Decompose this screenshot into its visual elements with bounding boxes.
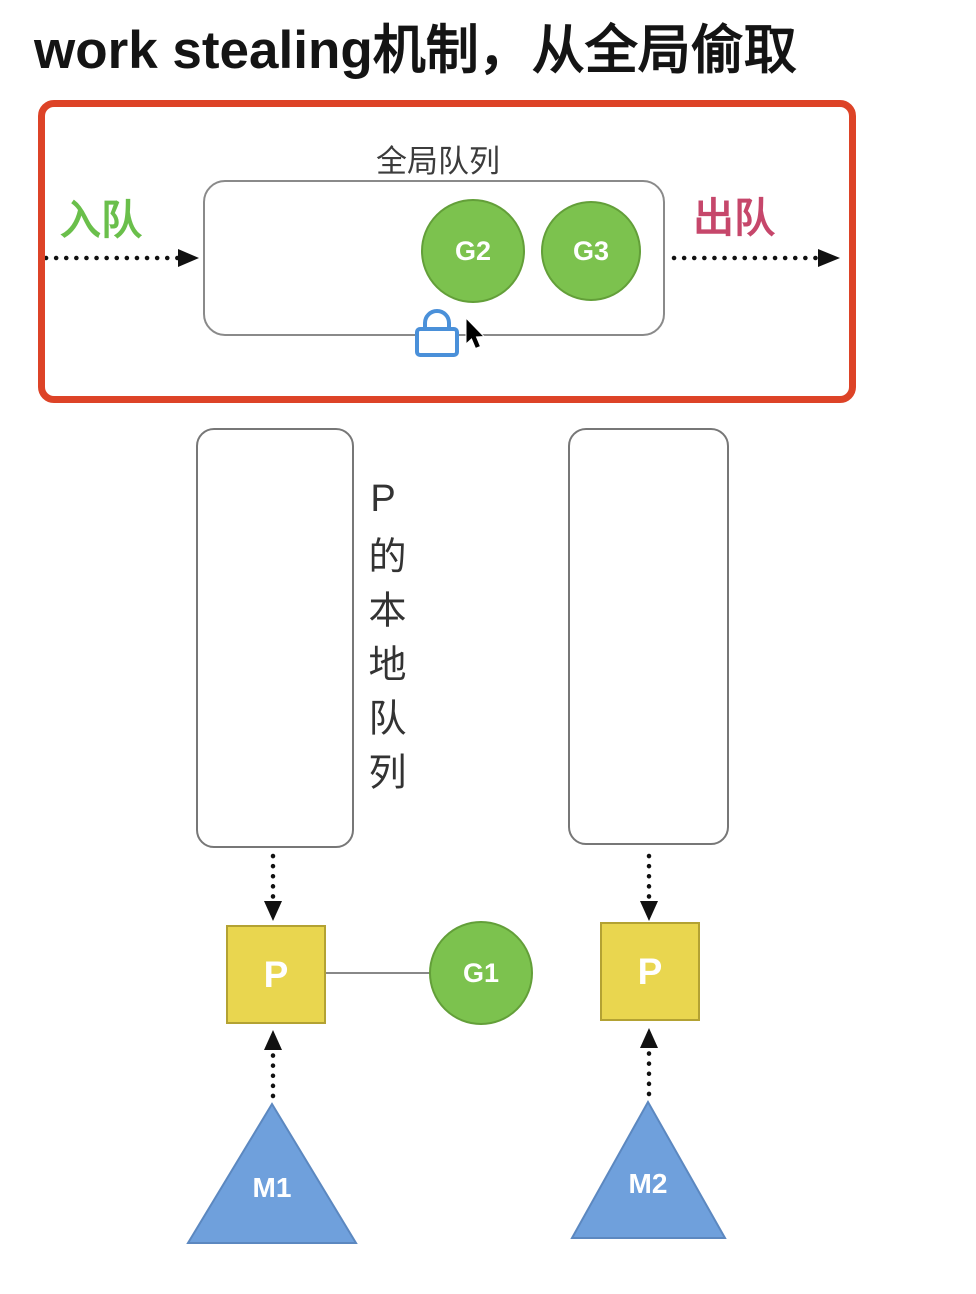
local-queue-left	[196, 428, 354, 848]
processor-p-left: P	[226, 925, 326, 1024]
goroutine-g1: G1	[429, 921, 533, 1025]
local-queue-right	[568, 428, 729, 845]
processor-p-right-label: P	[637, 950, 663, 992]
goroutine-g2: G2	[421, 199, 525, 303]
enqueue-label: 入队	[60, 197, 142, 243]
page-title: work stealing机制，从全局偷取	[34, 21, 797, 80]
arrow-localqueue-to-p-left	[264, 853, 282, 921]
machine-m2-label: M2	[628, 1168, 668, 1199]
global-queue-label: 全局队列	[376, 144, 500, 179]
machine-m1-label: M1	[252, 1172, 292, 1203]
processor-p-right: P	[600, 922, 700, 1021]
arrow-localqueue-to-p-right	[640, 853, 658, 921]
arrow-m1-to-p	[264, 1030, 282, 1099]
goroutine-g2-label: G2	[454, 235, 492, 266]
goroutine-g3: G3	[541, 201, 641, 301]
goroutine-g1-label: G1	[462, 957, 500, 988]
processor-p-left-label: P	[263, 953, 289, 995]
local-queue-vertical-label: P的本地队列	[362, 478, 404, 806]
goroutine-g3-label: G3	[572, 235, 610, 266]
arrow-m2-to-p	[640, 1028, 658, 1097]
global-queue-highlight-box	[38, 100, 856, 403]
dequeue-label: 出队	[693, 195, 775, 241]
